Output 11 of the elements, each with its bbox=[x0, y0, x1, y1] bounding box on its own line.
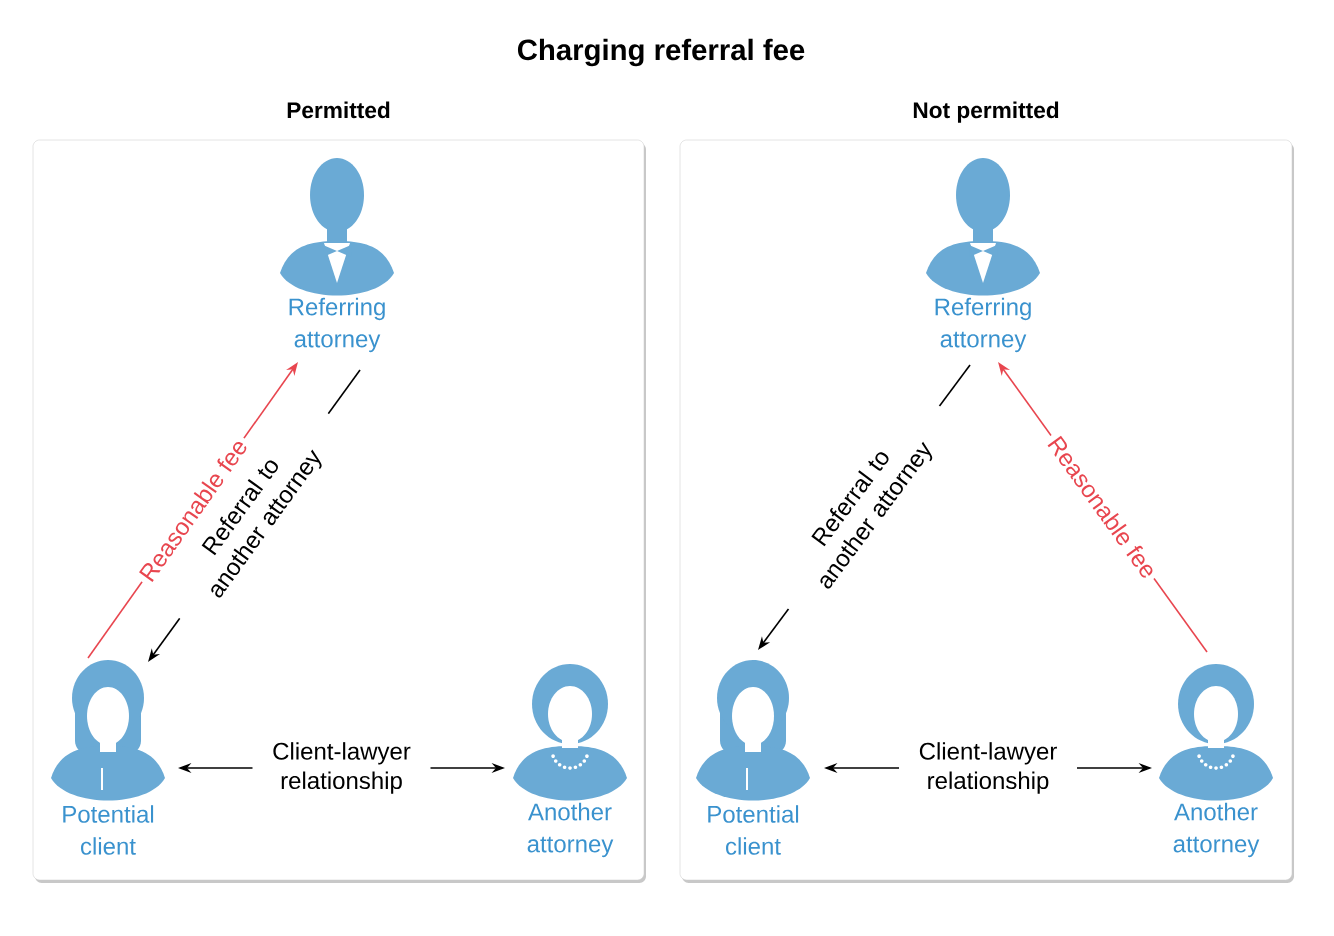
edge-label: Client-lawyer relationship bbox=[252, 738, 431, 798]
person-label: Another attorney bbox=[527, 802, 614, 858]
title: Charging referral fee bbox=[517, 38, 805, 67]
person-label: Referring attorney bbox=[935, 297, 1031, 353]
person-label: Another attorney bbox=[1173, 802, 1260, 858]
edge-label: Client-lawyer relationship bbox=[899, 738, 1077, 798]
panel-heading: Permitted bbox=[287, 101, 390, 119]
person-label: Potential client bbox=[63, 805, 154, 855]
panel-heading: Not permitted bbox=[913, 101, 1059, 123]
person-label: Potential client bbox=[708, 805, 799, 855]
person-label: Referring attorney bbox=[289, 297, 385, 353]
